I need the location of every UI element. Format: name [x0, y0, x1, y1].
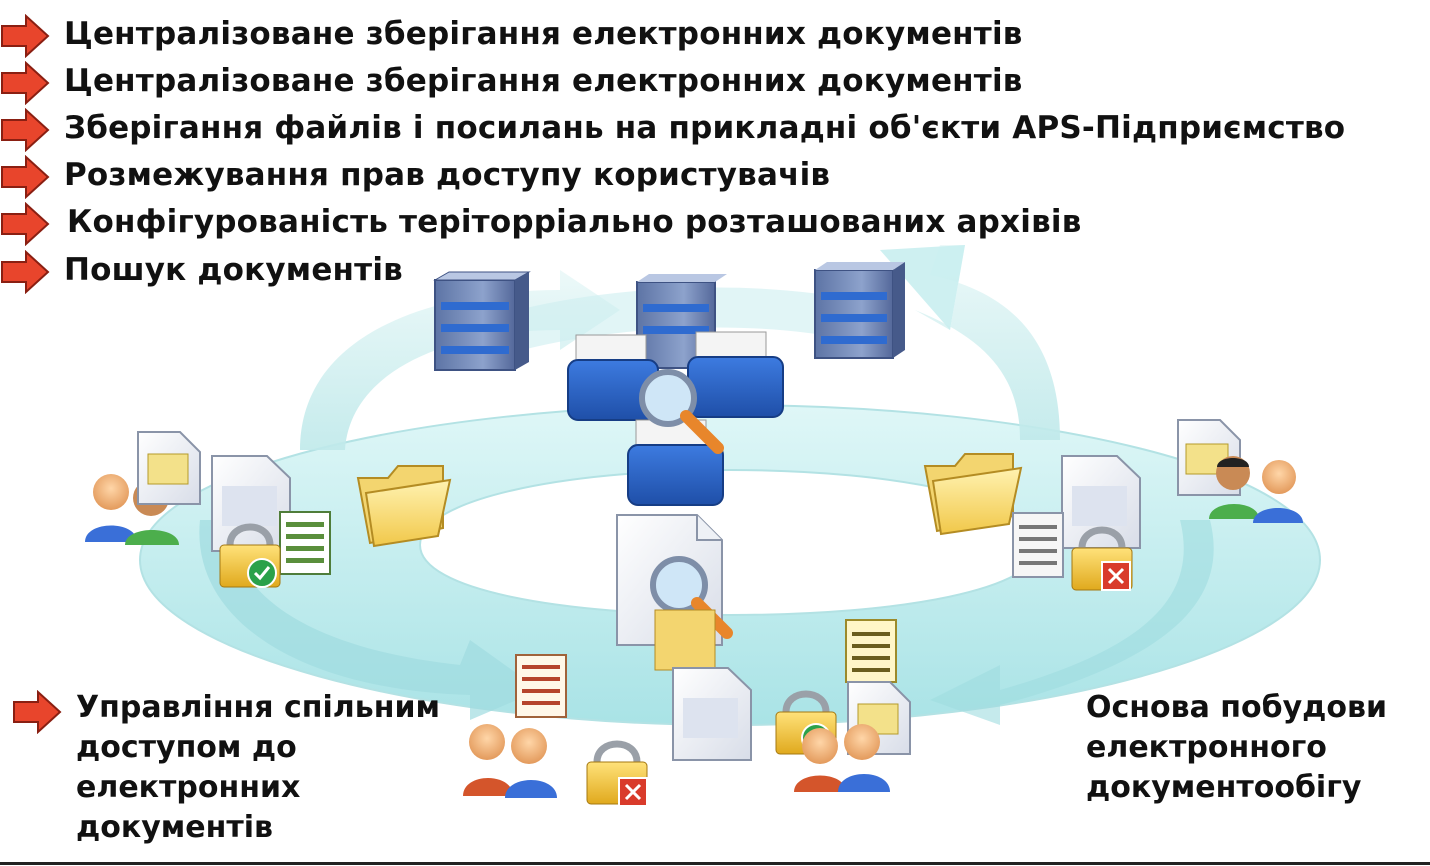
caption-line: Управління спільним	[76, 690, 440, 725]
folder-icon	[356, 465, 452, 548]
caption-line: документів	[76, 810, 274, 845]
lock-denied-icon	[1071, 526, 1133, 591]
red-arrow-icon	[1, 61, 50, 105]
document-icon	[672, 667, 752, 761]
caption-line: електронного	[1086, 730, 1327, 765]
lock-denied-icon	[586, 740, 648, 807]
caption-line: доступом до	[76, 730, 297, 765]
basis-caption: Основа побудови електронного документооб…	[1086, 688, 1387, 808]
server-icon	[433, 271, 531, 371]
feature-text: Конфігурованість теріторріально розташов…	[67, 204, 1082, 240]
list-document-icon	[1012, 512, 1064, 578]
file-archive-icon	[687, 331, 784, 418]
document-icon	[211, 455, 291, 552]
red-arrow-icon	[13, 690, 62, 734]
red-arrow-icon	[1, 250, 50, 294]
red-arrow-icon	[1, 108, 50, 152]
users-icon	[463, 724, 557, 798]
note-document-icon	[845, 619, 897, 683]
red-arrow-icon	[1, 14, 50, 58]
document-icon	[137, 431, 201, 505]
feature-text: Розмежування прав доступу користувачів	[64, 157, 831, 193]
caption-line: Основа побудови	[1086, 690, 1387, 725]
feature-text: Пошук документів	[64, 252, 403, 288]
divider	[0, 862, 1430, 865]
caption-line: електронних	[76, 770, 301, 805]
feature-text: Централізоване зберігання електронних до…	[64, 63, 1023, 99]
file-archive-icon	[567, 334, 659, 421]
red-arrow-icon	[1, 155, 50, 199]
feature-text: Зберігання файлів і посилань на прикладн…	[64, 110, 1346, 146]
report-document-icon	[515, 654, 567, 718]
shared-access-caption: Управління спільним доступом до електрон…	[76, 688, 440, 848]
caption-line: документообігу	[1086, 770, 1362, 805]
document-icon	[1061, 455, 1141, 549]
file-archive-icon	[627, 419, 724, 506]
lock-check-icon	[219, 523, 281, 588]
folder-icon	[923, 453, 1023, 536]
users-icon	[794, 724, 890, 792]
document-icon	[654, 609, 716, 671]
magnifier-icon	[639, 369, 724, 454]
server-icon	[814, 262, 905, 359]
feature-text: Централізоване зберігання електронних до…	[64, 16, 1023, 52]
spreadsheet-icon	[279, 511, 331, 575]
users-icon	[1209, 456, 1303, 523]
red-arrow-icon	[1, 202, 50, 246]
